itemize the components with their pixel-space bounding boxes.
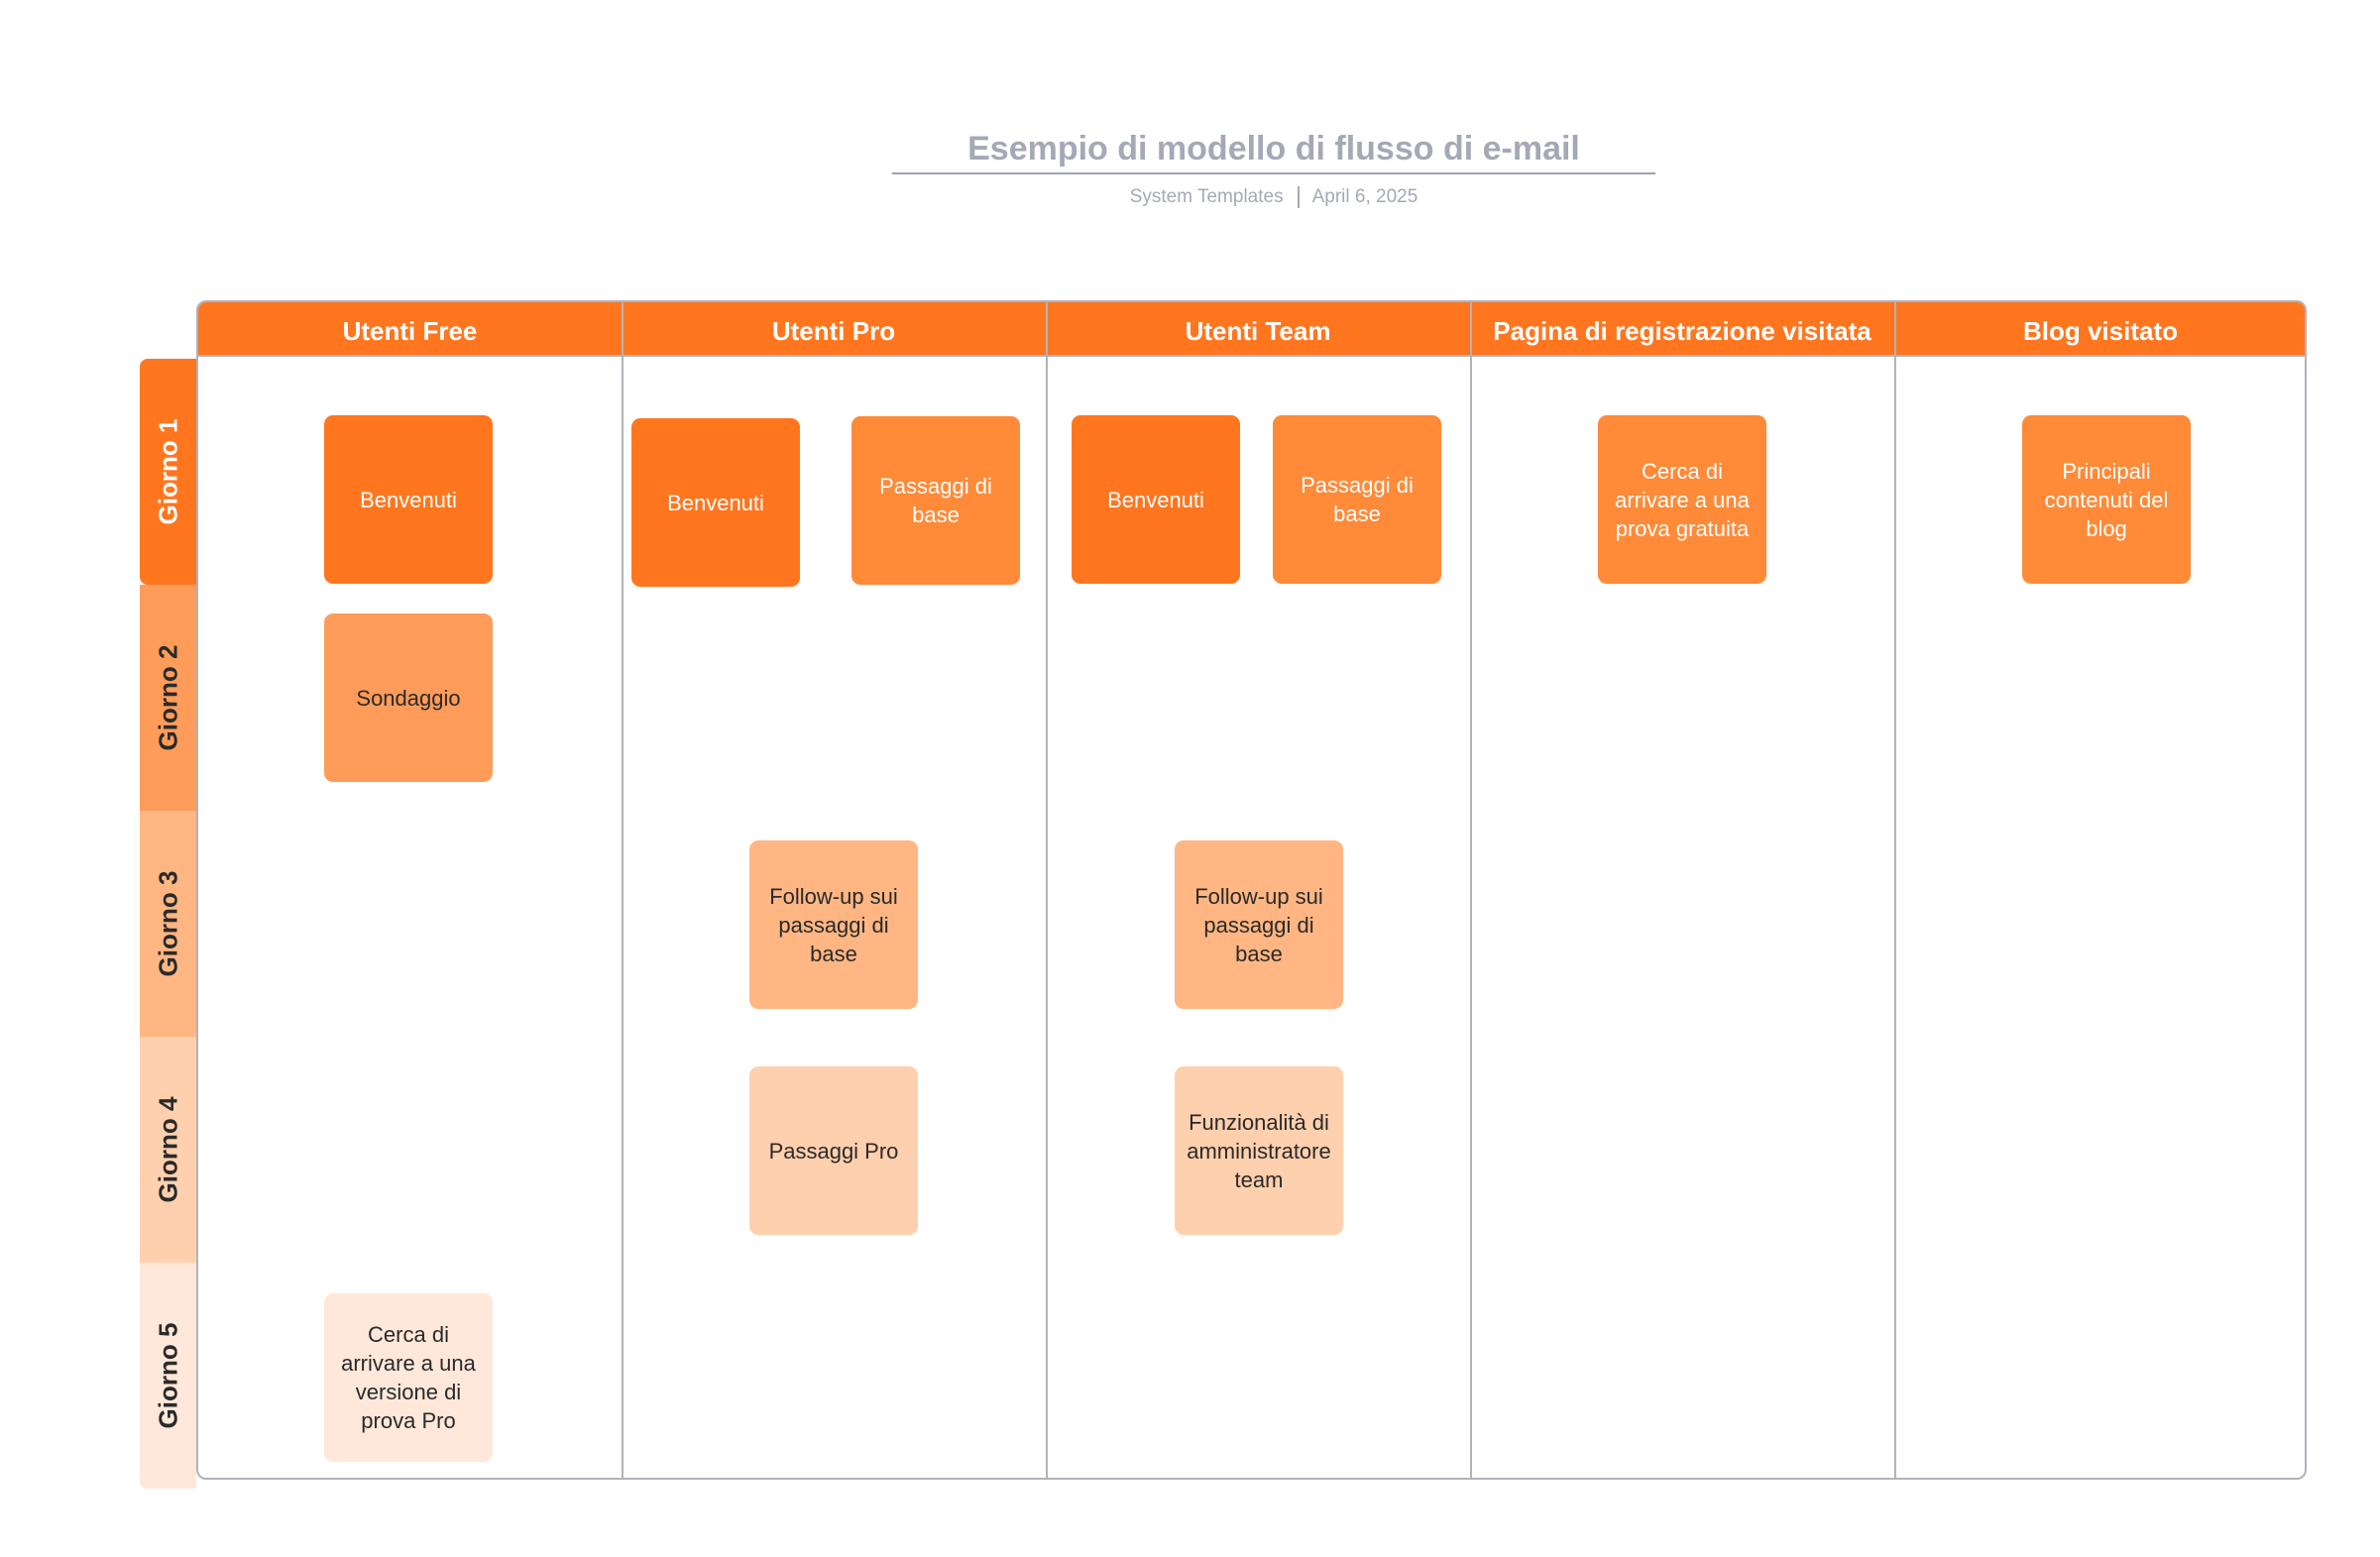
subtitle-separator	[1297, 185, 1300, 208]
page-subtitle: System Templates April 6, 2025	[892, 184, 1655, 210]
column-header-blog: Blog visitato	[2022, 316, 2178, 346]
column-divider	[1894, 302, 1896, 1478]
title-underline	[892, 172, 1655, 174]
page-title: Esempio di modello di flusso di e-mail	[967, 130, 1580, 167]
column-divider	[622, 302, 623, 1478]
column-header-row: Utenti Free Utenti Pro Utenti Team Pagin…	[198, 302, 2305, 357]
source-label: System Templates	[1129, 186, 1284, 207]
date-label: April 6, 2025	[1311, 186, 1418, 207]
row-label-giorno-1: Giorno 1	[140, 359, 196, 585]
row-label-giorno-2: Giorno 2	[140, 585, 196, 811]
card-pro-passaggi-base[interactable]: Passaggi di base	[851, 416, 1020, 585]
column-divider	[1046, 302, 1048, 1478]
column-divider	[1470, 302, 1472, 1478]
card-team-followup[interactable]: Follow-up sui passaggi di base	[1175, 840, 1343, 1009]
card-team-passaggi-base[interactable]: Passaggi di base	[1273, 415, 1441, 584]
column-header-utenti-free: Utenti Free	[342, 316, 478, 346]
row-label-giorno-3: Giorno 3	[140, 811, 196, 1037]
column-header-registrazione: Pagina di registrazione visitata	[1493, 316, 1871, 346]
card-free-benvenuti[interactable]: Benvenuti	[324, 415, 493, 584]
row-label-giorno-4: Giorno 4	[140, 1037, 196, 1263]
card-pro-followup[interactable]: Follow-up sui passaggi di base	[749, 840, 918, 1009]
card-free-prova-pro[interactable]: Cerca di arrivare a una versione di prov…	[324, 1293, 493, 1462]
card-reg-prova-gratuita[interactable]: Cerca di arrivare a una prova gratuita	[1598, 415, 1766, 584]
column-header-utenti-pro: Utenti Pro	[771, 316, 896, 346]
card-team-benvenuti[interactable]: Benvenuti	[1072, 415, 1240, 584]
row-label-giorno-5: Giorno 5	[140, 1263, 196, 1489]
card-pro-passaggi-pro[interactable]: Passaggi Pro	[749, 1066, 918, 1235]
swimlane-board: Utenti Free Utenti Pro Utenti Team Pagin…	[196, 300, 2307, 1480]
column-header-utenti-team: Utenti Team	[1185, 316, 1331, 346]
card-pro-benvenuti[interactable]: Benvenuti	[631, 418, 800, 587]
card-blog-contenuti[interactable]: Principali contenuti del blog	[2022, 415, 2191, 584]
card-free-sondaggio[interactable]: Sondaggio	[324, 613, 493, 782]
card-team-funzionalita[interactable]: Funzionalità di amministratore team	[1175, 1066, 1343, 1235]
